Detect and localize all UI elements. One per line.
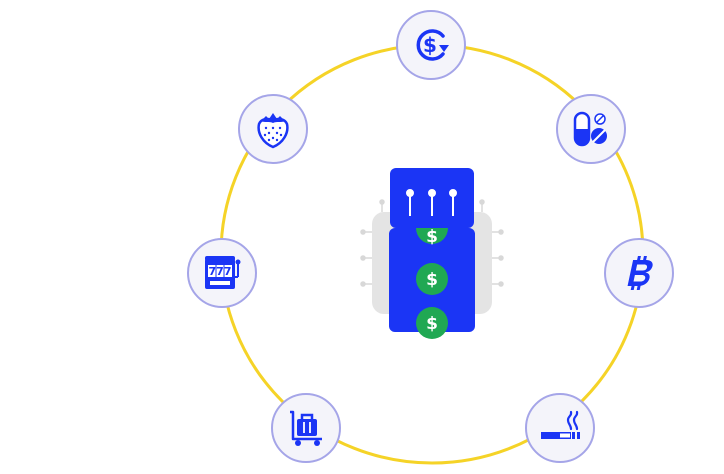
slot-reels: 777 — [209, 265, 232, 278]
coin-stack: $ $ $ — [416, 227, 448, 339]
chip-with-dollar-coins-icon: $ $ $ — [360, 168, 504, 339]
slot-machine-icon: 777 — [205, 256, 241, 289]
luggage-cart-icon — [290, 410, 322, 446]
node-cigarette — [525, 393, 595, 463]
node-bitcoin — [604, 238, 674, 308]
cigarette-icon — [541, 410, 580, 439]
svg-text:$: $ — [423, 33, 437, 57]
coin-symbol: $ — [426, 270, 438, 290]
bitcoin-icon — [627, 256, 653, 290]
coin-symbol: $ — [426, 314, 438, 334]
node-dollar-cycle: $ — [396, 10, 466, 80]
node-pills — [556, 94, 626, 164]
node-strawberry — [238, 94, 308, 164]
coin-symbol: $ — [426, 227, 438, 247]
dollar-cycle-icon: $ — [416, 29, 449, 61]
node-slot-machine: 777 — [187, 238, 257, 308]
node-luggage-cart — [271, 393, 341, 463]
strawberry-icon — [257, 113, 289, 149]
pills-icon — [573, 111, 607, 147]
